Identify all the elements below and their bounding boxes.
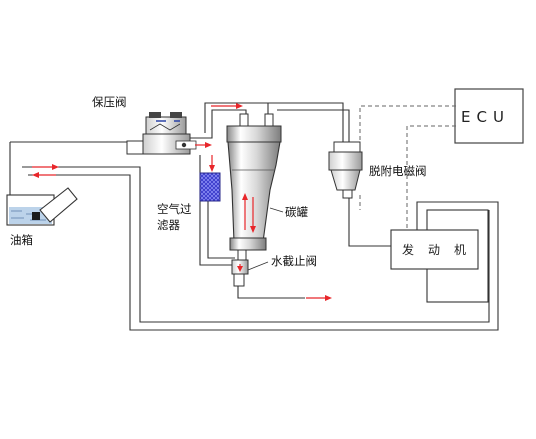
flow-arrow-icon (250, 197, 256, 233)
flow-arrow-icon (242, 193, 248, 230)
desorption-valve-label: 脱附电磁阀 (369, 164, 427, 178)
water-stop-valve: 水截止阀 (231, 254, 317, 287)
engine-char-1: 发 (402, 242, 414, 257)
pressure-valve-label: 保压阀 (92, 95, 127, 109)
air-filter-label-line2: 滤器 (157, 218, 180, 232)
ecu-label: ECU (461, 108, 510, 126)
water-stop-valve-label: 水截止阀 (271, 254, 317, 268)
pressure-valve: 保压阀 (92, 95, 197, 155)
engine-char-2: 动 (428, 243, 440, 257)
ecu-box: ECU (454, 88, 524, 144)
desorption-valve: 脱附电磁阀 (328, 141, 427, 199)
pipes (9, 102, 499, 331)
engine-char-3: 机 (454, 243, 466, 257)
carbon-canister: 碳罐 (226, 113, 308, 261)
air-filter-label-line1: 空气过 (157, 202, 192, 216)
tank-label: 油箱 (10, 233, 33, 247)
canister-label: 碳罐 (285, 205, 308, 219)
flow-arrows (32, 103, 332, 301)
engine-box: 发 动 机 (390, 209, 489, 303)
flow-arrow-icon (32, 164, 59, 170)
flow-arrow-icon (211, 103, 243, 109)
flow-arrow-icon (195, 142, 212, 148)
flow-arrow-icon (209, 155, 215, 172)
flow-arrow-icon (32, 172, 56, 178)
air-filter: 空气过 滤器 (157, 172, 221, 232)
flow-arrow-icon (306, 295, 332, 301)
fuel-tank: 油箱 (6, 187, 78, 247)
flow-arrow-icon (237, 264, 243, 272)
signal-lines (359, 105, 456, 232)
